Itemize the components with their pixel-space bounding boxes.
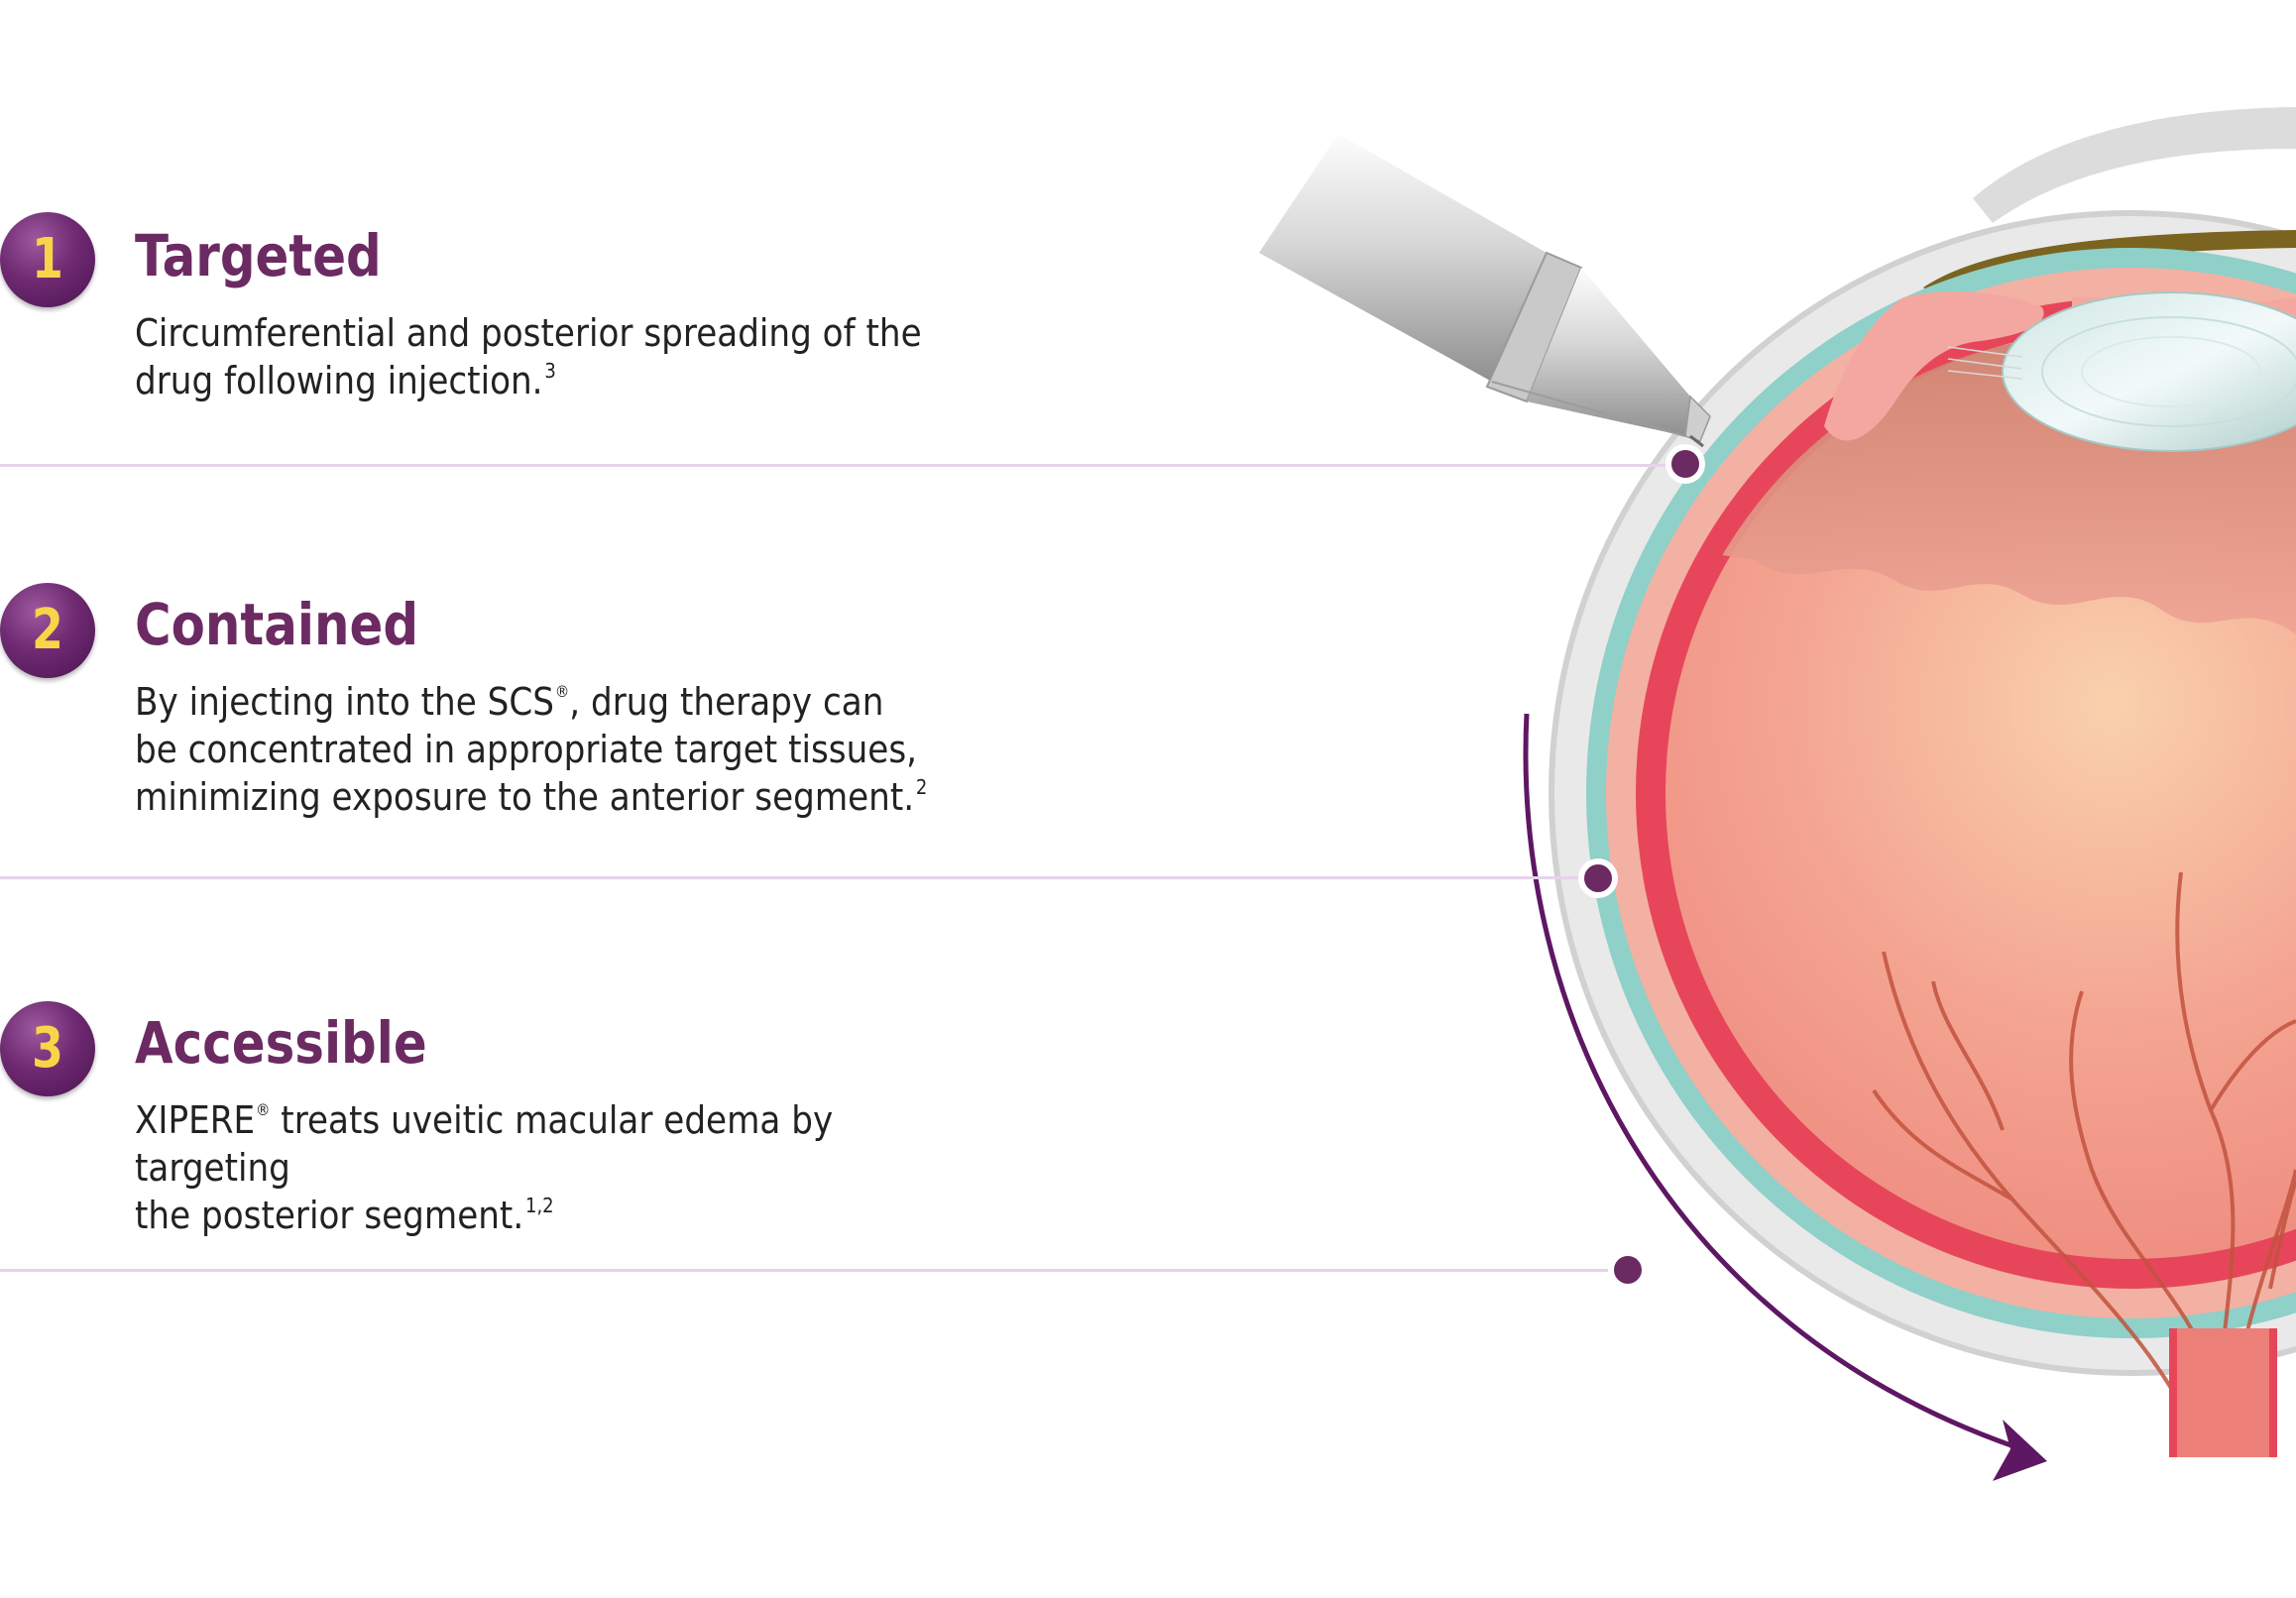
marker-dot-1 [1665, 444, 1705, 484]
step-3-body: XIPERE® treats uveitic macular edema by … [135, 1096, 991, 1239]
step-1-body: Circumferential and posterior spreading … [135, 309, 991, 404]
step-2-title: Contained [135, 591, 419, 658]
cornea-cap [1973, 107, 2296, 223]
step-2-number: 2 [32, 598, 63, 662]
step-1-body-line-1: Circumferential and posterior spreading … [135, 311, 922, 355]
divider-line-3 [0, 1269, 1626, 1272]
step-1-number: 1 [32, 227, 63, 291]
anterior-chamber [1923, 230, 2296, 302]
spread-arrow [1523, 713, 2023, 1452]
step-3-body-line-1: XIPERE® treats uveitic macular edema by … [135, 1098, 834, 1190]
step-2-body-line-2: be concentrated in appropriate target ti… [135, 728, 918, 771]
divider-line-2 [0, 876, 1596, 879]
step-1-body-line-2: drug following injection.3 [135, 359, 556, 402]
lens [2002, 291, 2296, 452]
injector-needle [1259, 134, 1711, 448]
step-2-body-line-3: minimizing exposure to the anterior segm… [135, 775, 928, 819]
step-3-reference: 1,2 [525, 1194, 554, 1217]
step-2-body-line-1: By injecting into the SCS®, drug therapy… [135, 680, 884, 724]
step-1-badge: 1 [0, 212, 95, 307]
marker-dot-2 [1578, 858, 1618, 898]
step-3-body-line-2: the posterior segment.1,2 [135, 1194, 554, 1237]
step-2-reference: 2 [915, 775, 928, 799]
step-3-number: 3 [32, 1016, 63, 1081]
ciliary-body [1824, 291, 2044, 441]
step-1-title: Targeted [135, 222, 382, 289]
step-1-reference: 3 [544, 359, 556, 383]
step-3-title: Accessible [135, 1009, 427, 1077]
step-2-body: By injecting into the SCS®, drug therapy… [135, 678, 991, 821]
step-2-badge: 2 [0, 583, 95, 678]
optic-nerve [2176, 1328, 2270, 1457]
step-3-badge: 3 [0, 1001, 95, 1096]
divider-line-1 [0, 464, 1685, 467]
spread-arrow-head [1993, 1420, 2047, 1481]
marker-dot-3 [1608, 1250, 1648, 1290]
registered-mark: ® [554, 682, 570, 701]
registered-mark: ® [256, 1100, 271, 1119]
